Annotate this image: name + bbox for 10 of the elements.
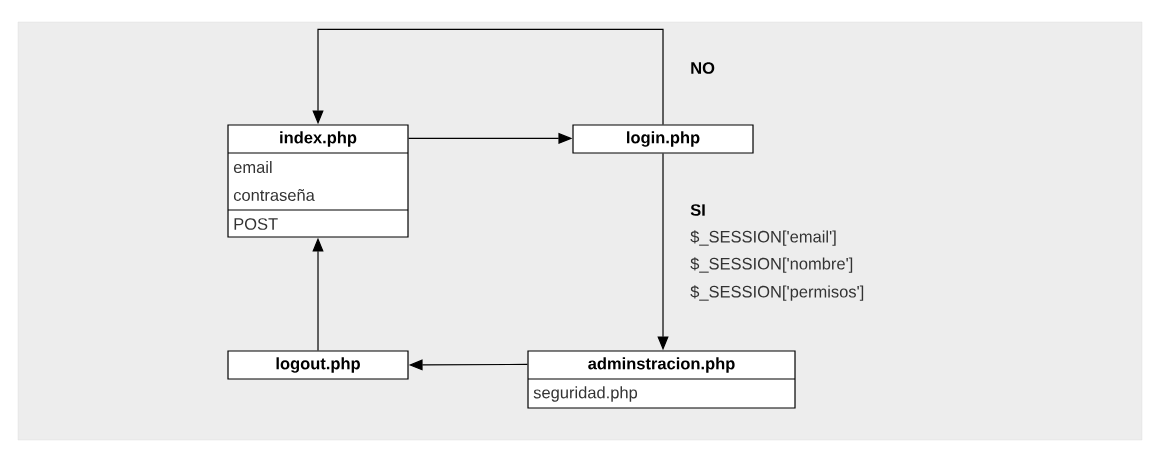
class-box: index.php email contraseña POST (227, 124, 409, 238)
session-variable: $_SESSION['nombre'] (690, 257, 853, 273)
class-box: login.php (572, 124, 754, 154)
session-variable: $_SESSION['permisos'] (690, 285, 864, 301)
session-variable: $_SESSION['email'] (690, 230, 836, 246)
class-box: adminstracion.php seguridad.php (527, 350, 796, 409)
edge-label: SI (690, 204, 705, 216)
arrow (312, 28, 664, 125)
edge-label: NO (691, 62, 715, 74)
class-box: logout.php (227, 350, 409, 380)
